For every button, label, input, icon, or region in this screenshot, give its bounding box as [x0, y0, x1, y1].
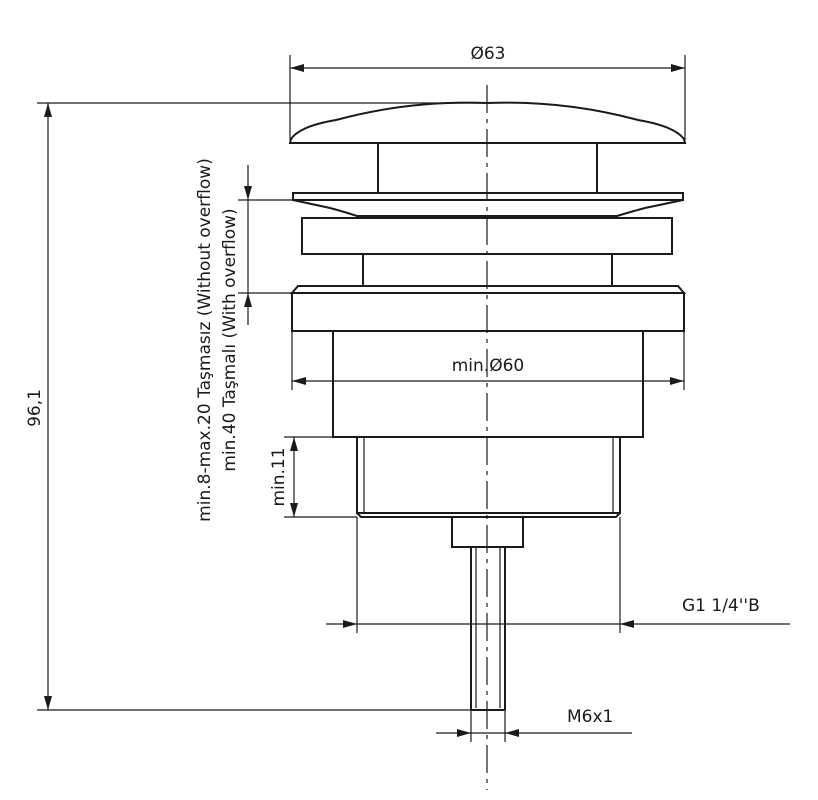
- top-diameter-label: Ø63: [470, 44, 505, 64]
- thread-length-label: min.11: [269, 447, 289, 506]
- note-with-overflow: min.40 Taşmalı (With overflow): [220, 208, 240, 471]
- body: [332, 330, 644, 438]
- neck: [362, 254, 613, 286]
- total-height-label: 96,1: [25, 389, 45, 427]
- cap-stem: [377, 143, 598, 193]
- flange: [292, 192, 684, 217]
- dim-top-diameter: Ø63: [289, 44, 686, 140]
- rod-thread-label: M6x1: [567, 707, 613, 727]
- dim-adjustment: [238, 165, 293, 325]
- note-without-overflow: min.8-max.20 Taşmasız (Without overflow): [195, 158, 215, 522]
- dim-thread-length: min.11: [269, 436, 357, 518]
- rod: [470, 547, 506, 711]
- body-top: [289, 285, 687, 332]
- cap: [288, 101, 687, 144]
- dim-rod: M6x1: [436, 707, 632, 742]
- dim-body-diameter: min.Ø60: [291, 331, 685, 390]
- dim-thread: G1 1/4''B: [326, 517, 790, 633]
- body-diameter-label: min.Ø60: [452, 356, 524, 376]
- dim-total-height: 96,1: [25, 102, 487, 711]
- thread-label: G1 1/4''B: [682, 596, 760, 616]
- thread-section: [356, 436, 621, 518]
- ring-block: [301, 217, 673, 255]
- lower-nut: [451, 516, 524, 548]
